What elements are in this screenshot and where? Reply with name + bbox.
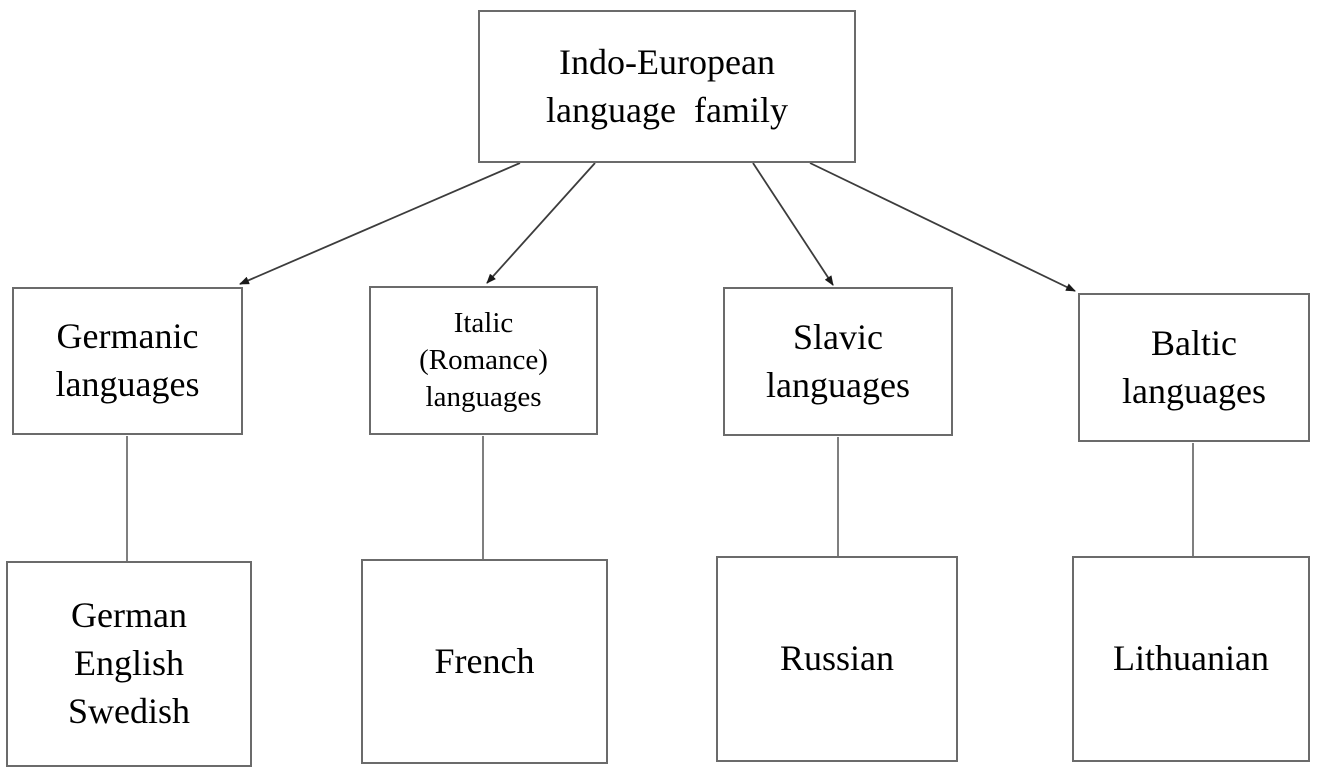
node-italic-examples: French (361, 559, 608, 764)
node-baltic-examples-label: Lithuanian (1113, 638, 1269, 679)
node-slavic-examples: Russian (716, 556, 958, 762)
node-italic-romance-languages-label: Italic (Romance) languages (419, 306, 548, 414)
node-germanic-languages: Germanic languages (12, 287, 243, 435)
node-slavic-languages: Slavic languages (723, 287, 953, 436)
node-germanic-languages-label: Germanic languages (55, 316, 200, 404)
edge-root-to-slavic-arrow (752, 162, 834, 286)
node-italic-examples-label: French (434, 640, 535, 681)
node-slavic-languages-label: Slavic languages (766, 316, 910, 405)
node-baltic-examples: Lithuanian (1072, 556, 1310, 762)
edge-root-to-baltic-arrow (809, 162, 1076, 292)
node-baltic-languages: Baltic languages (1078, 293, 1310, 442)
node-germanic-examples: German English Swedish (6, 561, 252, 767)
node-germanic-examples-label: German English Swedish (67, 595, 190, 731)
edge-root-to-italic-arrow (486, 162, 596, 284)
edge-root-to-germanic-arrow (239, 162, 521, 285)
node-baltic-languages-label: Baltic languages (1122, 322, 1266, 411)
node-indo-european-family: Indo-European language family (478, 10, 856, 163)
node-slavic-examples-label: Russian (779, 638, 894, 679)
node-italic-romance-languages: Italic (Romance) languages (369, 286, 598, 435)
node-indo-european-family-label: Indo-European language family (546, 41, 788, 130)
